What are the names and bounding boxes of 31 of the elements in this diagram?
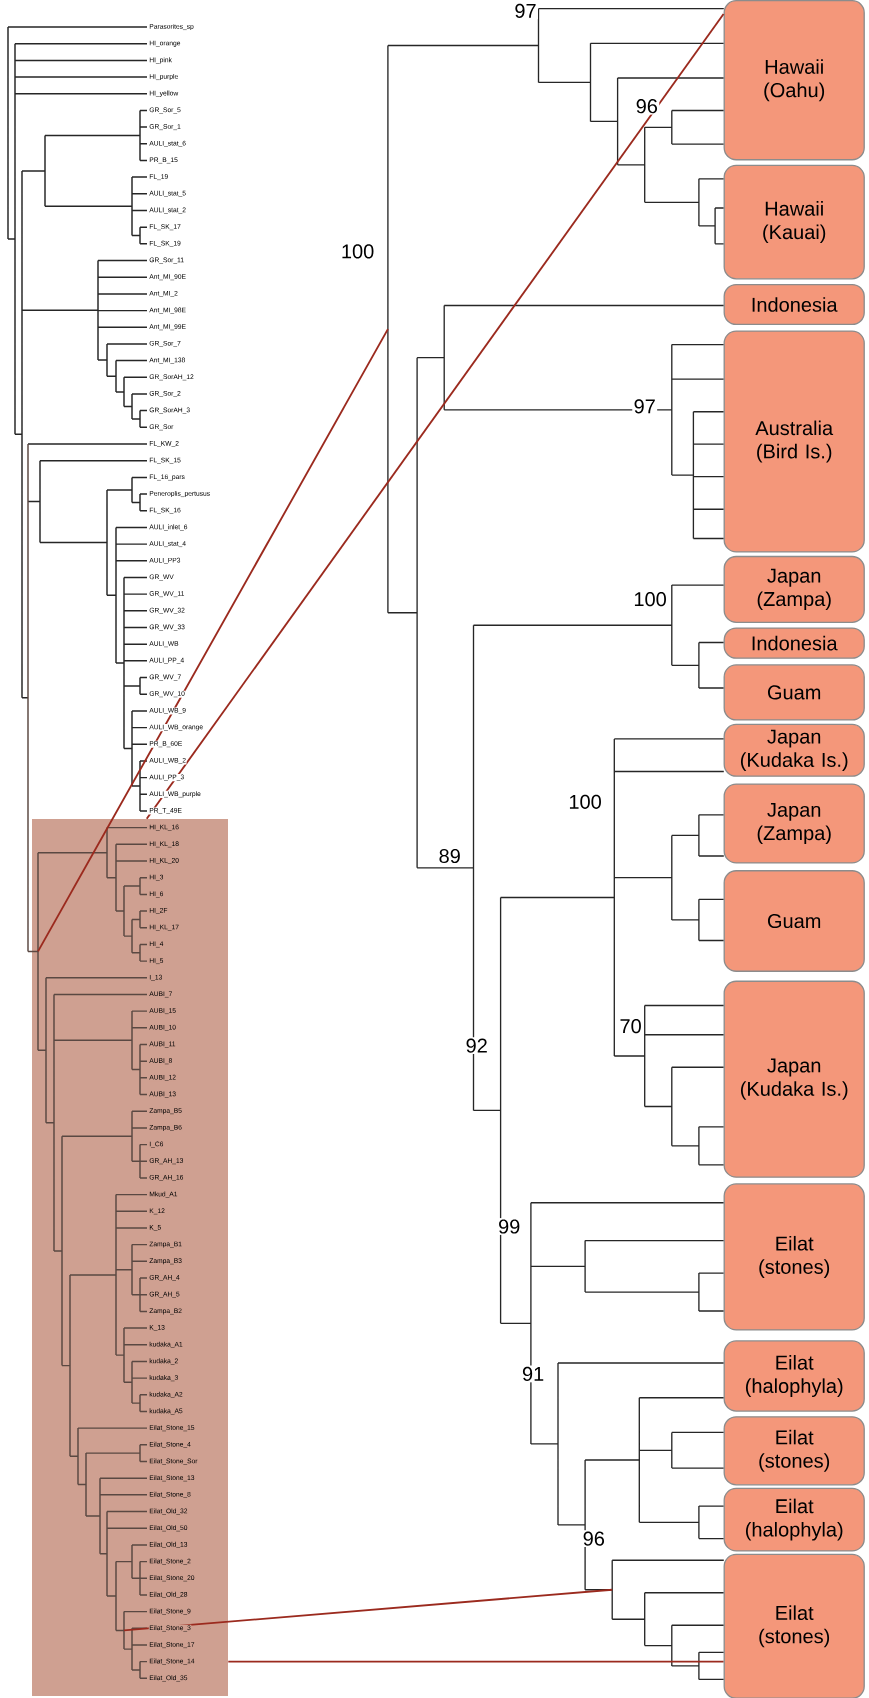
bootstrap-value: 91 — [520, 1365, 546, 1383]
region-box: Eilat (halophyla) — [723, 1487, 865, 1552]
region-box: Japan (Zampa) — [723, 783, 865, 864]
region-box: Indonesia — [723, 627, 865, 659]
region-box: Australia (Bird Is.) — [723, 330, 865, 553]
bootstrap-value: 99 — [496, 1218, 522, 1235]
region-box: Eilat (stones) — [723, 1553, 865, 1698]
zoom-line — [227, 1660, 725, 1663]
bootstrap-value: 100 — [567, 793, 604, 811]
bootstrap-value: 97 — [632, 397, 658, 415]
bootstrap-value: 100 — [339, 243, 376, 260]
region-box: Japan (Zampa) — [723, 555, 865, 623]
bootstrap-value: 70 — [618, 1017, 644, 1035]
region-box: Guam — [723, 870, 865, 972]
region-box: Hawaii (Oahu) — [723, 0, 865, 161]
region-box: Hawaii (Kauai) — [723, 164, 865, 280]
bootstrap-value: 100 — [632, 590, 669, 608]
bootstrap-value: 96 — [634, 97, 660, 115]
region-box: Eilat (halophyla) — [723, 1340, 865, 1412]
region-box: Guam — [723, 664, 865, 721]
region-box: Indonesia — [723, 283, 865, 326]
region-box: Eilat (stones) — [723, 1416, 865, 1486]
zoom-line — [145, 13, 725, 820]
bootstrap-value: 97 — [513, 2, 538, 20]
region-box: Japan (Kudaka Is.) — [723, 980, 865, 1178]
bootstrap-value: 92 — [464, 1037, 490, 1055]
highlight-region — [32, 819, 228, 1697]
region-box: Japan (Kudaka Is.) — [723, 723, 865, 777]
bootstrap-value: 96 — [581, 1530, 607, 1548]
region-box: Eilat (stones) — [723, 1183, 865, 1331]
bootstrap-value: 89 — [437, 847, 463, 865]
